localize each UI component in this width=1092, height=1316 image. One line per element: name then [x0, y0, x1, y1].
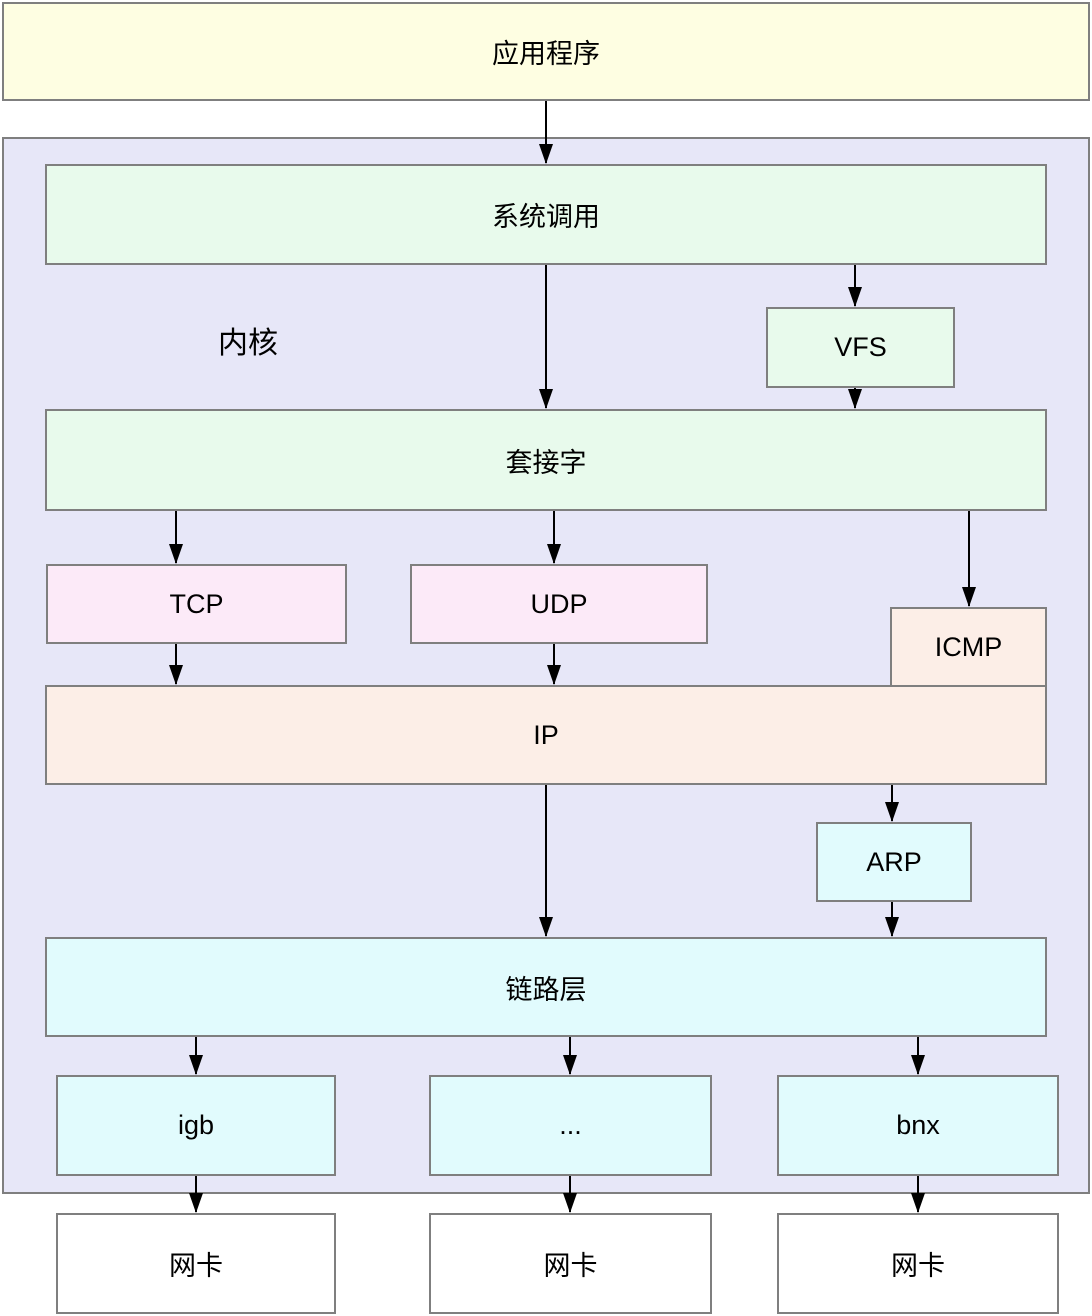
node-nic-2-label: 网卡 [543, 1251, 598, 1281]
node-udp-label: UDP [530, 588, 588, 619]
node-socket-label: 套接字 [505, 447, 587, 478]
node-socket: 套接字 [45, 409, 1047, 511]
node-application: 应用程序 [2, 2, 1090, 101]
node-link-layer-label: 链路层 [505, 974, 587, 1005]
node-arp: ARP [816, 822, 972, 902]
node-vfs: VFS [766, 307, 955, 388]
node-syscall-label: 系统调用 [492, 202, 600, 232]
node-driver-dots: ... [429, 1075, 712, 1176]
node-ip-label: IP [533, 719, 559, 750]
node-driver-igb: igb [56, 1075, 336, 1176]
node-nic-1-label: 网卡 [169, 1251, 223, 1281]
kernel-label: 内核 [218, 327, 278, 360]
node-arp-label: ARP [866, 846, 922, 877]
node-nic-1: 网卡 [56, 1213, 336, 1314]
node-driver-bnx-label: bnx [896, 1110, 940, 1140]
node-driver-bnx: bnx [777, 1075, 1059, 1176]
node-syscall: 系统调用 [45, 164, 1047, 265]
node-tcp: TCP [46, 564, 347, 644]
node-driver-dots-label: ... [559, 1110, 582, 1140]
node-icmp-label: ICMP [934, 631, 1003, 662]
node-tcp-label: TCP [169, 588, 224, 619]
node-udp: UDP [410, 564, 708, 644]
node-ip: IP [45, 685, 1047, 785]
node-link-layer: 链路层 [45, 937, 1047, 1037]
node-driver-igb-label: igb [177, 1110, 215, 1140]
node-nic-3-label: 网卡 [891, 1251, 945, 1281]
node-nic-2: 网卡 [429, 1213, 712, 1314]
node-application-label: 应用程序 [492, 39, 600, 69]
node-vfs-label: VFS [834, 332, 887, 362]
node-nic-3: 网卡 [777, 1213, 1059, 1314]
node-icmp: ICMP [890, 607, 1047, 687]
